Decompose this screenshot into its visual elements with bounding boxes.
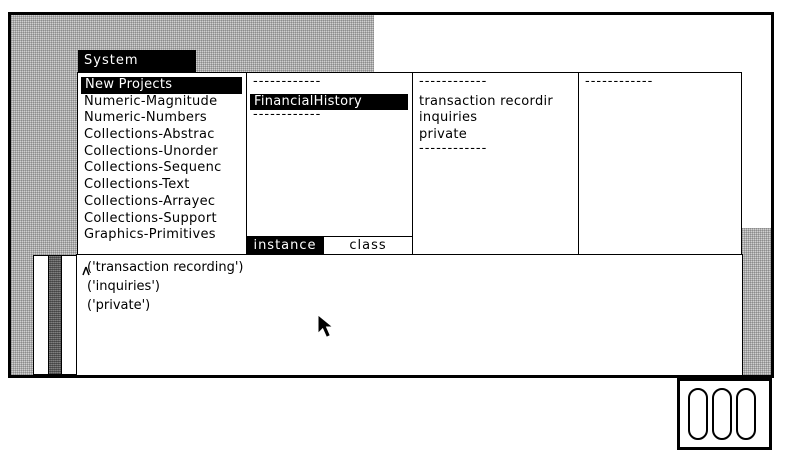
class-switch[interactable]: class bbox=[323, 237, 412, 254]
message-pane[interactable]: ------------ bbox=[578, 72, 742, 255]
category-item-collections-support[interactable]: Collections-Support bbox=[84, 210, 217, 226]
browser-title[interactable]: System Browser bbox=[78, 50, 196, 90]
protocol-item-private[interactable]: private bbox=[419, 127, 468, 143]
class-item-financialhistory[interactable]: FinancialHistory bbox=[250, 93, 408, 111]
category-item-collections-unorder[interactable]: Collections-Unorder bbox=[84, 143, 218, 159]
text-caret-icon bbox=[82, 266, 90, 276]
class-separator-top: ------------ bbox=[253, 74, 322, 89]
code-line: ('transaction recording') bbox=[87, 260, 244, 275]
message-separator-top: ------------ bbox=[585, 74, 654, 89]
class-pane[interactable]: ------------ FinancialHistory ----------… bbox=[246, 72, 413, 255]
protocol-pane[interactable]: ------------ transaction recordir inquir… bbox=[412, 72, 579, 255]
protocol-item-inquiries[interactable]: inquiries bbox=[419, 110, 478, 126]
class-separator-bottom: ------------ bbox=[253, 107, 322, 123]
category-item-collections-abstrac[interactable]: Collections-Abstrac bbox=[84, 127, 215, 143]
category-item-collections-text[interactable]: Collections-Text bbox=[84, 177, 190, 193]
protocol-separator-top: ------------ bbox=[419, 74, 488, 89]
instance-class-switch: instance class bbox=[247, 236, 412, 254]
category-item-graphics-primitives[interactable]: Graphics-Primitives bbox=[84, 227, 216, 243]
icon-slot bbox=[688, 388, 708, 440]
instance-switch[interactable]: instance bbox=[247, 237, 323, 254]
category-item-numeric-numbers[interactable]: Numeric-Numbers bbox=[84, 110, 207, 126]
code-line: ('inquiries') bbox=[87, 279, 160, 294]
protocol-item-transaction-recording[interactable]: transaction recordir bbox=[419, 93, 554, 109]
category-item-new-projects[interactable]: New Projects bbox=[81, 77, 242, 94]
scrollbar-thumb[interactable] bbox=[48, 256, 62, 374]
desktop-pattern-right bbox=[742, 228, 771, 375]
iconified-window-icon[interactable] bbox=[677, 378, 772, 450]
code-pane[interactable]: ('transaction recording') ('inquiries') … bbox=[76, 254, 743, 376]
icon-slot bbox=[712, 388, 732, 440]
icon-slot bbox=[736, 388, 756, 440]
category-item-collections-sequenc[interactable]: Collections-Sequenc bbox=[84, 160, 222, 176]
cursor-arrow-icon bbox=[318, 316, 332, 337]
code-line: ('private') bbox=[87, 298, 151, 313]
category-item-numeric-magnitude[interactable]: Numeric-Magnitude bbox=[84, 93, 218, 109]
protocol-separator-bottom: ------------ bbox=[419, 140, 488, 156]
category-item-collections-arrayec[interactable]: Collections-Arrayec bbox=[84, 193, 216, 209]
